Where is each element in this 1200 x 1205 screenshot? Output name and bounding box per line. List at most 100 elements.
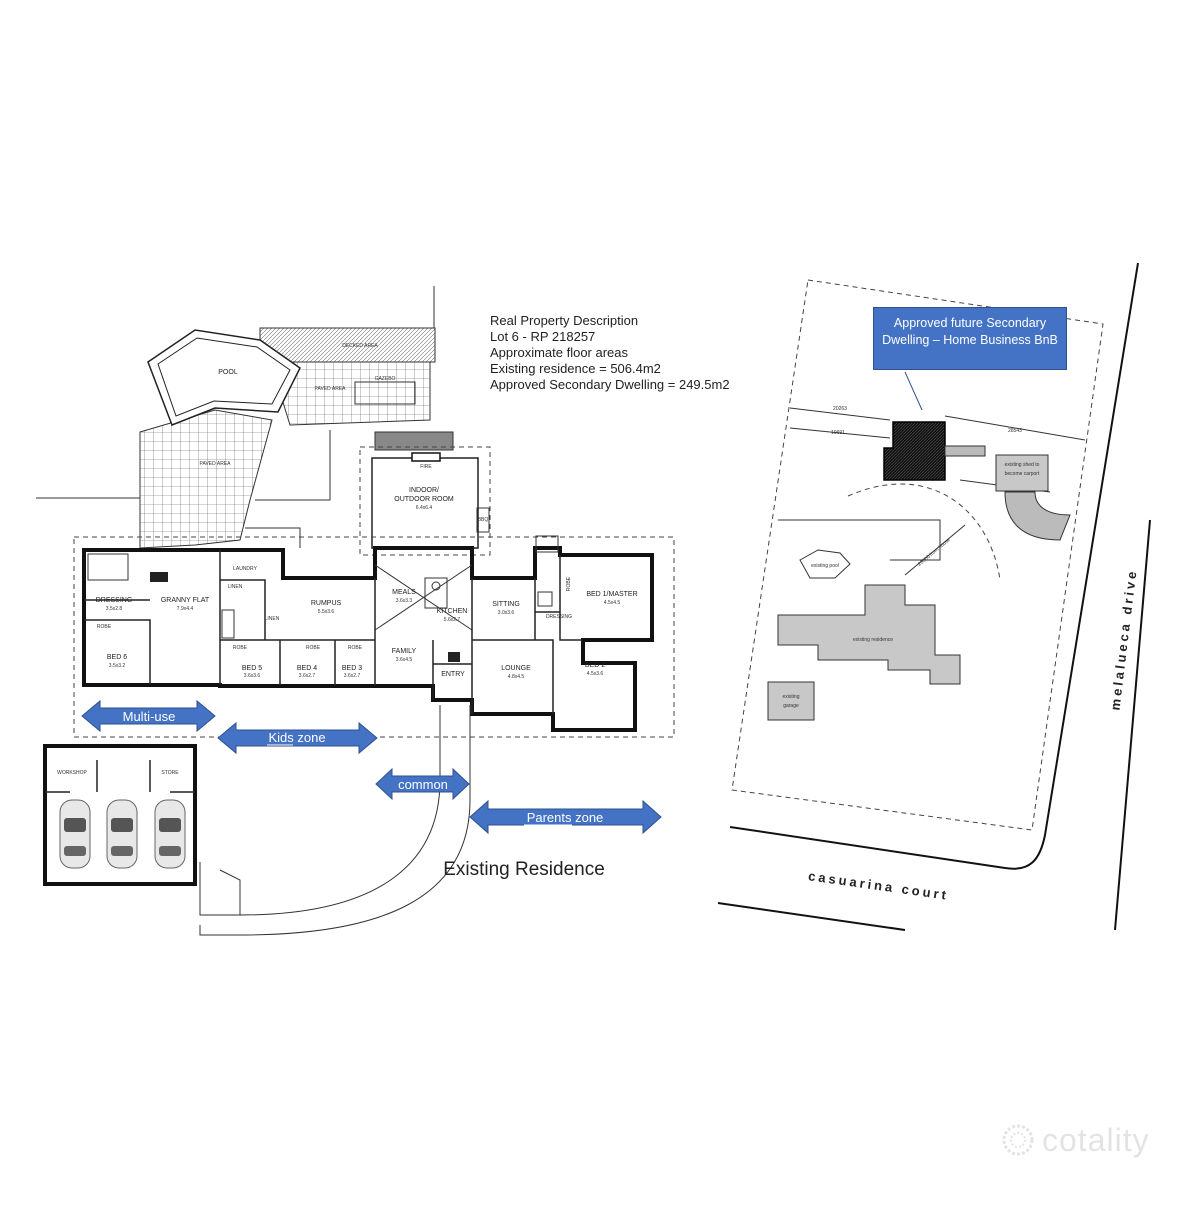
bed5-label: BED 5	[242, 665, 262, 672]
bed4-label: BED 4	[297, 665, 317, 672]
robe-left-label: ROBE	[97, 624, 112, 630]
bed6-size: 3.5x3.2	[109, 663, 126, 669]
internal-wall	[220, 579, 266, 640]
laundry-label: LAUNDRY	[233, 566, 257, 572]
zone-arrow-parents: Parents zone	[469, 799, 662, 835]
granny-kitchenette	[87, 553, 129, 581]
garage-label-1: existing	[783, 694, 800, 700]
existing-pool	[799, 549, 851, 579]
watermark-text: cotality	[1042, 1122, 1150, 1158]
driveway-inner	[199, 705, 441, 916]
dressing-master-label: DRESSING	[546, 614, 572, 620]
sitting-label: SITTING	[492, 601, 520, 608]
decked-area	[259, 327, 436, 363]
dim-line	[789, 427, 891, 439]
paved-area-left-label: PAVED AREA	[200, 461, 232, 467]
paved-area-left	[139, 409, 273, 549]
garden-path	[255, 430, 331, 501]
driveway-edge	[219, 869, 241, 915]
garage-walls	[43, 744, 197, 886]
walkway	[944, 445, 986, 457]
indoor-outdoor-eave	[359, 446, 491, 556]
car-icon	[154, 799, 186, 869]
bed6-label: BED 6	[107, 654, 127, 661]
shed-label-1: existing shed to	[1005, 462, 1040, 468]
zone-arrow-multi-use: Multi-use	[81, 699, 216, 733]
sink	[431, 581, 441, 591]
family-label: FAMILY	[392, 648, 417, 655]
arrow-shape	[375, 767, 470, 801]
steps	[245, 527, 301, 548]
sitting-size: 3.0x3.6	[498, 610, 515, 616]
granny-bench	[150, 572, 168, 582]
fireplace	[411, 452, 441, 462]
zone-label-kids: Kids zone	[268, 730, 325, 745]
gazebo	[354, 381, 416, 405]
appliance	[448, 652, 460, 662]
setback-label: 20000 from house	[917, 537, 952, 568]
arrow-shape	[469, 799, 662, 835]
decked-area-label: DECKED AREA	[342, 343, 378, 349]
indoor-room-label-2: OUTDOOR ROOM	[394, 496, 454, 503]
internal-wall	[432, 640, 472, 700]
indoor-room-size: 6.4x6.4	[416, 505, 433, 511]
floor-plan-title: Existing Residence	[443, 859, 605, 880]
bed2-size: 4.5x3.6	[587, 671, 604, 677]
shower	[537, 591, 553, 607]
lot-number: Lot 6 - RP 218257	[490, 329, 595, 344]
street-casuarina: casuarina court	[807, 868, 950, 903]
dim-line	[789, 407, 891, 421]
setback-line	[904, 524, 966, 576]
gazebo-label: GAZEBO	[375, 376, 396, 382]
bed3-label: BED 3	[342, 665, 362, 672]
pool-fence	[778, 519, 941, 561]
arrow-shape	[81, 699, 216, 733]
kitchen-label: KITCHEN	[437, 608, 468, 615]
street-edge-outer-right	[1114, 519, 1151, 931]
zone-label-common: common	[398, 777, 448, 792]
paved-area-top-label: PAVED AREA	[315, 386, 347, 392]
carport-driveway	[1004, 491, 1071, 541]
dim-20263: 20263	[833, 406, 847, 412]
driveway-outer	[199, 705, 471, 936]
bed4-size: 3.6x2.7	[299, 673, 316, 679]
pool-inner	[157, 337, 291, 417]
property-description: Real Property Description Lot 6 - RP 218…	[490, 313, 730, 392]
zone-label-multi-use: Multi-use	[123, 709, 176, 724]
robe3-label: ROBE	[348, 645, 363, 651]
zone-arrows: Multi-use Kids zone common Parents zone	[81, 699, 662, 835]
fire-label: FIRE	[420, 464, 432, 470]
linen-1-label: LINEN	[228, 584, 243, 590]
lounge-size: 4.8x4.5	[508, 674, 525, 680]
dressing-left-size: 3.5x2.8	[106, 606, 123, 612]
store-label: STORE	[161, 770, 179, 776]
internal-wall	[534, 555, 583, 641]
workshop-label: WORKSHOP	[57, 770, 87, 776]
zone-arrow-common: common	[375, 767, 470, 801]
internal-wall	[84, 619, 151, 685]
robe-master-label: ROBE	[566, 576, 572, 591]
dim-19691: 19691	[831, 430, 845, 436]
bed3-size: 3.6x2.7	[344, 673, 361, 679]
kitchen-size: 5.6x2.7	[444, 617, 461, 623]
robe5-label: ROBE	[233, 645, 248, 651]
pool-site-label: existing pool	[811, 563, 839, 569]
dim-28543: 28543	[1008, 428, 1022, 434]
family-size: 3.6x4.5	[396, 657, 413, 663]
outdoor-areas: PAVED AREA PAVED AREA DECKED AREA GAZEBO…	[36, 286, 491, 556]
zone-label-parents: Parents zone	[527, 810, 604, 825]
diagonal-line	[374, 564, 473, 631]
site-plan: 20263 19691 28543 24360 existing shed to…	[717, 262, 1151, 931]
master-label: BED 1/MASTER	[586, 591, 637, 598]
dim-line	[944, 415, 1086, 441]
garage: WORKSHOP STORE	[43, 744, 197, 886]
bath	[535, 535, 559, 553]
secondary-dwelling-callout: Approved future Secondary Dwelling – Hom…	[873, 307, 1067, 370]
granny-flat-size: 7.9x4.4	[177, 606, 194, 612]
master-size: 4.5x4.5	[604, 600, 621, 606]
meals-size: 3.6x3.3	[396, 598, 413, 604]
zone-arrow-kids: Kids zone	[217, 721, 378, 755]
watermark: cotality	[1000, 1118, 1170, 1168]
indoor-outdoor-room	[371, 457, 479, 549]
